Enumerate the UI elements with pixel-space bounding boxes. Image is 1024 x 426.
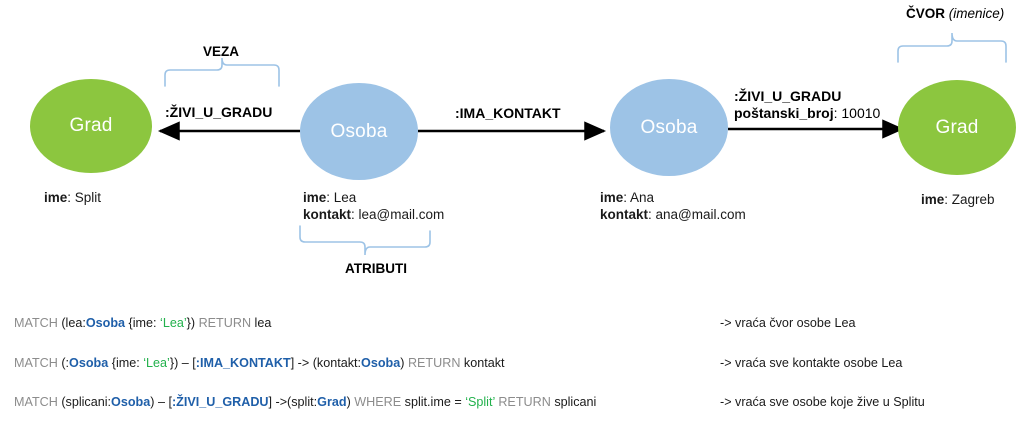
query-token-pln: {ime: (125, 316, 161, 330)
query-token-kw: MATCH (14, 356, 62, 370)
node-grad-zagreb[interactable]: Grad (898, 80, 1016, 175)
node-label: Grad (69, 115, 113, 136)
property-value: ana@mail.com (655, 207, 746, 222)
query-token-kw: RETURN (198, 316, 255, 330)
query-token-kw: MATCH (14, 316, 62, 330)
property-row: kontakt: lea@mail.com (303, 207, 445, 222)
query-token-pln: }) (186, 316, 199, 330)
query-token-str: ‘Lea’ (160, 316, 187, 330)
query-code: MATCH (splicani:Osoba) – [:ŽIVI_U_GRADU]… (14, 394, 596, 410)
rel-property-row: poštanski_broj: 10010 (734, 105, 881, 121)
query-row-2[interactable]: MATCH (:Osoba {ime: ‘Lea’}) – [:IMA_KONT… (14, 355, 1010, 371)
query-token-pln: {ime: (108, 356, 144, 370)
property-value: Lea (333, 190, 357, 205)
callout-label: ATRIBUTI (345, 261, 407, 276)
veza-brace (164, 57, 280, 87)
query-token-pln: kontakt (463, 356, 505, 370)
query-token-pln: (splicani: (61, 395, 112, 409)
properties-grad-split: ime: Split (44, 189, 101, 206)
property-row: kontakt: ana@mail.com (600, 207, 746, 222)
property-value: Split (74, 190, 102, 205)
query-token-lbl: Osoba (69, 356, 109, 370)
query-token-str: ‘Split’ (465, 395, 495, 409)
property-value: Ana (630, 190, 655, 205)
rel-label-zivi-u-gradu-zagreb: :ŽIVI_U_GRADU poštanski_broj: 10010 (734, 88, 880, 122)
query-token-pln: ] ->(split: (268, 395, 318, 409)
query-token-pln: split.ime = (404, 395, 466, 409)
query-token-pln: lea (254, 316, 272, 330)
callout-label: ČVOR (906, 6, 946, 21)
rel-type-row: :ŽIVI_U_GRADU (734, 88, 880, 105)
node-label: Grad (935, 116, 979, 138)
callout-veza: VEZA (203, 44, 239, 59)
node-osoba-lea[interactable]: Osoba (300, 83, 418, 180)
query-code: MATCH (:Osoba {ime: ‘Lea’}) – [:IMA_KONT… (14, 355, 505, 371)
property-row: ime: Split (44, 190, 102, 205)
rel-type: :ŽIVI_U_GRADU (734, 88, 842, 104)
rel-property-key: poštanski_broj (734, 105, 834, 121)
property-key: ime (44, 190, 68, 205)
callout-cvor: ČVOR (imenice) (906, 6, 1004, 21)
node-osoba-ana[interactable]: Osoba (610, 79, 728, 176)
query-token-lbl: Osoba (111, 395, 151, 409)
callout-sublabel: (imenice) (948, 6, 1005, 21)
query-note: -> vraća sve kontakte osobe Lea (720, 356, 903, 370)
query-token-pln: ) (346, 395, 355, 409)
query-token-pln: ) – [ (150, 395, 172, 409)
query-token-lbl: Grad (317, 395, 347, 409)
query-token-pln: (lea: (61, 316, 86, 330)
query-code: MATCH (lea:Osoba {ime: ‘Lea’}) RETURN le… (14, 315, 271, 331)
query-token-pln: ) (400, 356, 408, 370)
property-row: ime: Ana (600, 190, 655, 205)
properties-osoba-lea: ime: Lea kontakt: lea@mail.com (303, 189, 444, 223)
callout-label: VEZA (203, 44, 240, 59)
query-token-kw: WHERE (354, 395, 405, 409)
node-label: Osoba (330, 120, 388, 142)
atributi-brace (299, 225, 431, 256)
property-key: ime (921, 192, 945, 207)
node-grad-split[interactable]: Grad (30, 79, 152, 173)
property-key: kontakt (303, 207, 352, 222)
property-key: ime (600, 190, 624, 205)
query-token-lbl: Osoba (85, 316, 126, 330)
property-key: kontakt (600, 207, 649, 222)
cvor-brace (897, 32, 1007, 63)
callout-atributi: ATRIBUTI (345, 261, 407, 276)
query-note: -> vraća sve osobe koje žive u Splitu (720, 395, 925, 409)
property-row: ime: Zagreb (921, 192, 995, 207)
query-token-lbl: Osoba (361, 356, 401, 370)
query-token-lbl: :ŽIVI_U_GRADU (171, 395, 269, 409)
query-token-lbl: :IMA_KONTAKT (195, 356, 291, 370)
property-value: Zagreb (951, 192, 995, 207)
query-token-kw: MATCH (14, 395, 62, 409)
property-key: ime (303, 190, 327, 205)
query-note: -> vraća čvor osobe Lea (720, 316, 856, 330)
query-token-kw: RETURN (407, 356, 464, 370)
query-row-3[interactable]: MATCH (splicani:Osoba) – [:ŽIVI_U_GRADU]… (14, 394, 1010, 410)
query-token-pln: splicani (554, 395, 597, 409)
rel-property-value: 10010 (841, 105, 881, 121)
query-token-kw: RETURN (498, 395, 555, 409)
node-label: Osoba (640, 116, 698, 138)
rel-label-zivi-u-gradu-split: :ŽIVI_U_GRADU (165, 104, 272, 121)
query-token-pln: (: (61, 356, 70, 370)
query-row-1[interactable]: MATCH (lea:Osoba {ime: ‘Lea’}) RETURN le… (14, 315, 1010, 331)
property-row: ime: Lea (303, 190, 357, 205)
property-value: lea@mail.com (358, 207, 445, 222)
rel-type: :ŽIVI_U_GRADU (165, 104, 273, 120)
rel-type: :IMA_KONTAKT (455, 105, 561, 121)
query-token-pln: ] -> (kontakt: (290, 356, 362, 370)
query-token-pln: }) – [ (169, 356, 196, 370)
properties-grad-zagreb: ime: Zagreb (921, 191, 995, 208)
rel-label-ima-kontakt: :IMA_KONTAKT (455, 105, 561, 122)
properties-osoba-ana: ime: Ana kontakt: ana@mail.com (600, 189, 746, 223)
query-token-str: ‘Lea’ (143, 356, 170, 370)
